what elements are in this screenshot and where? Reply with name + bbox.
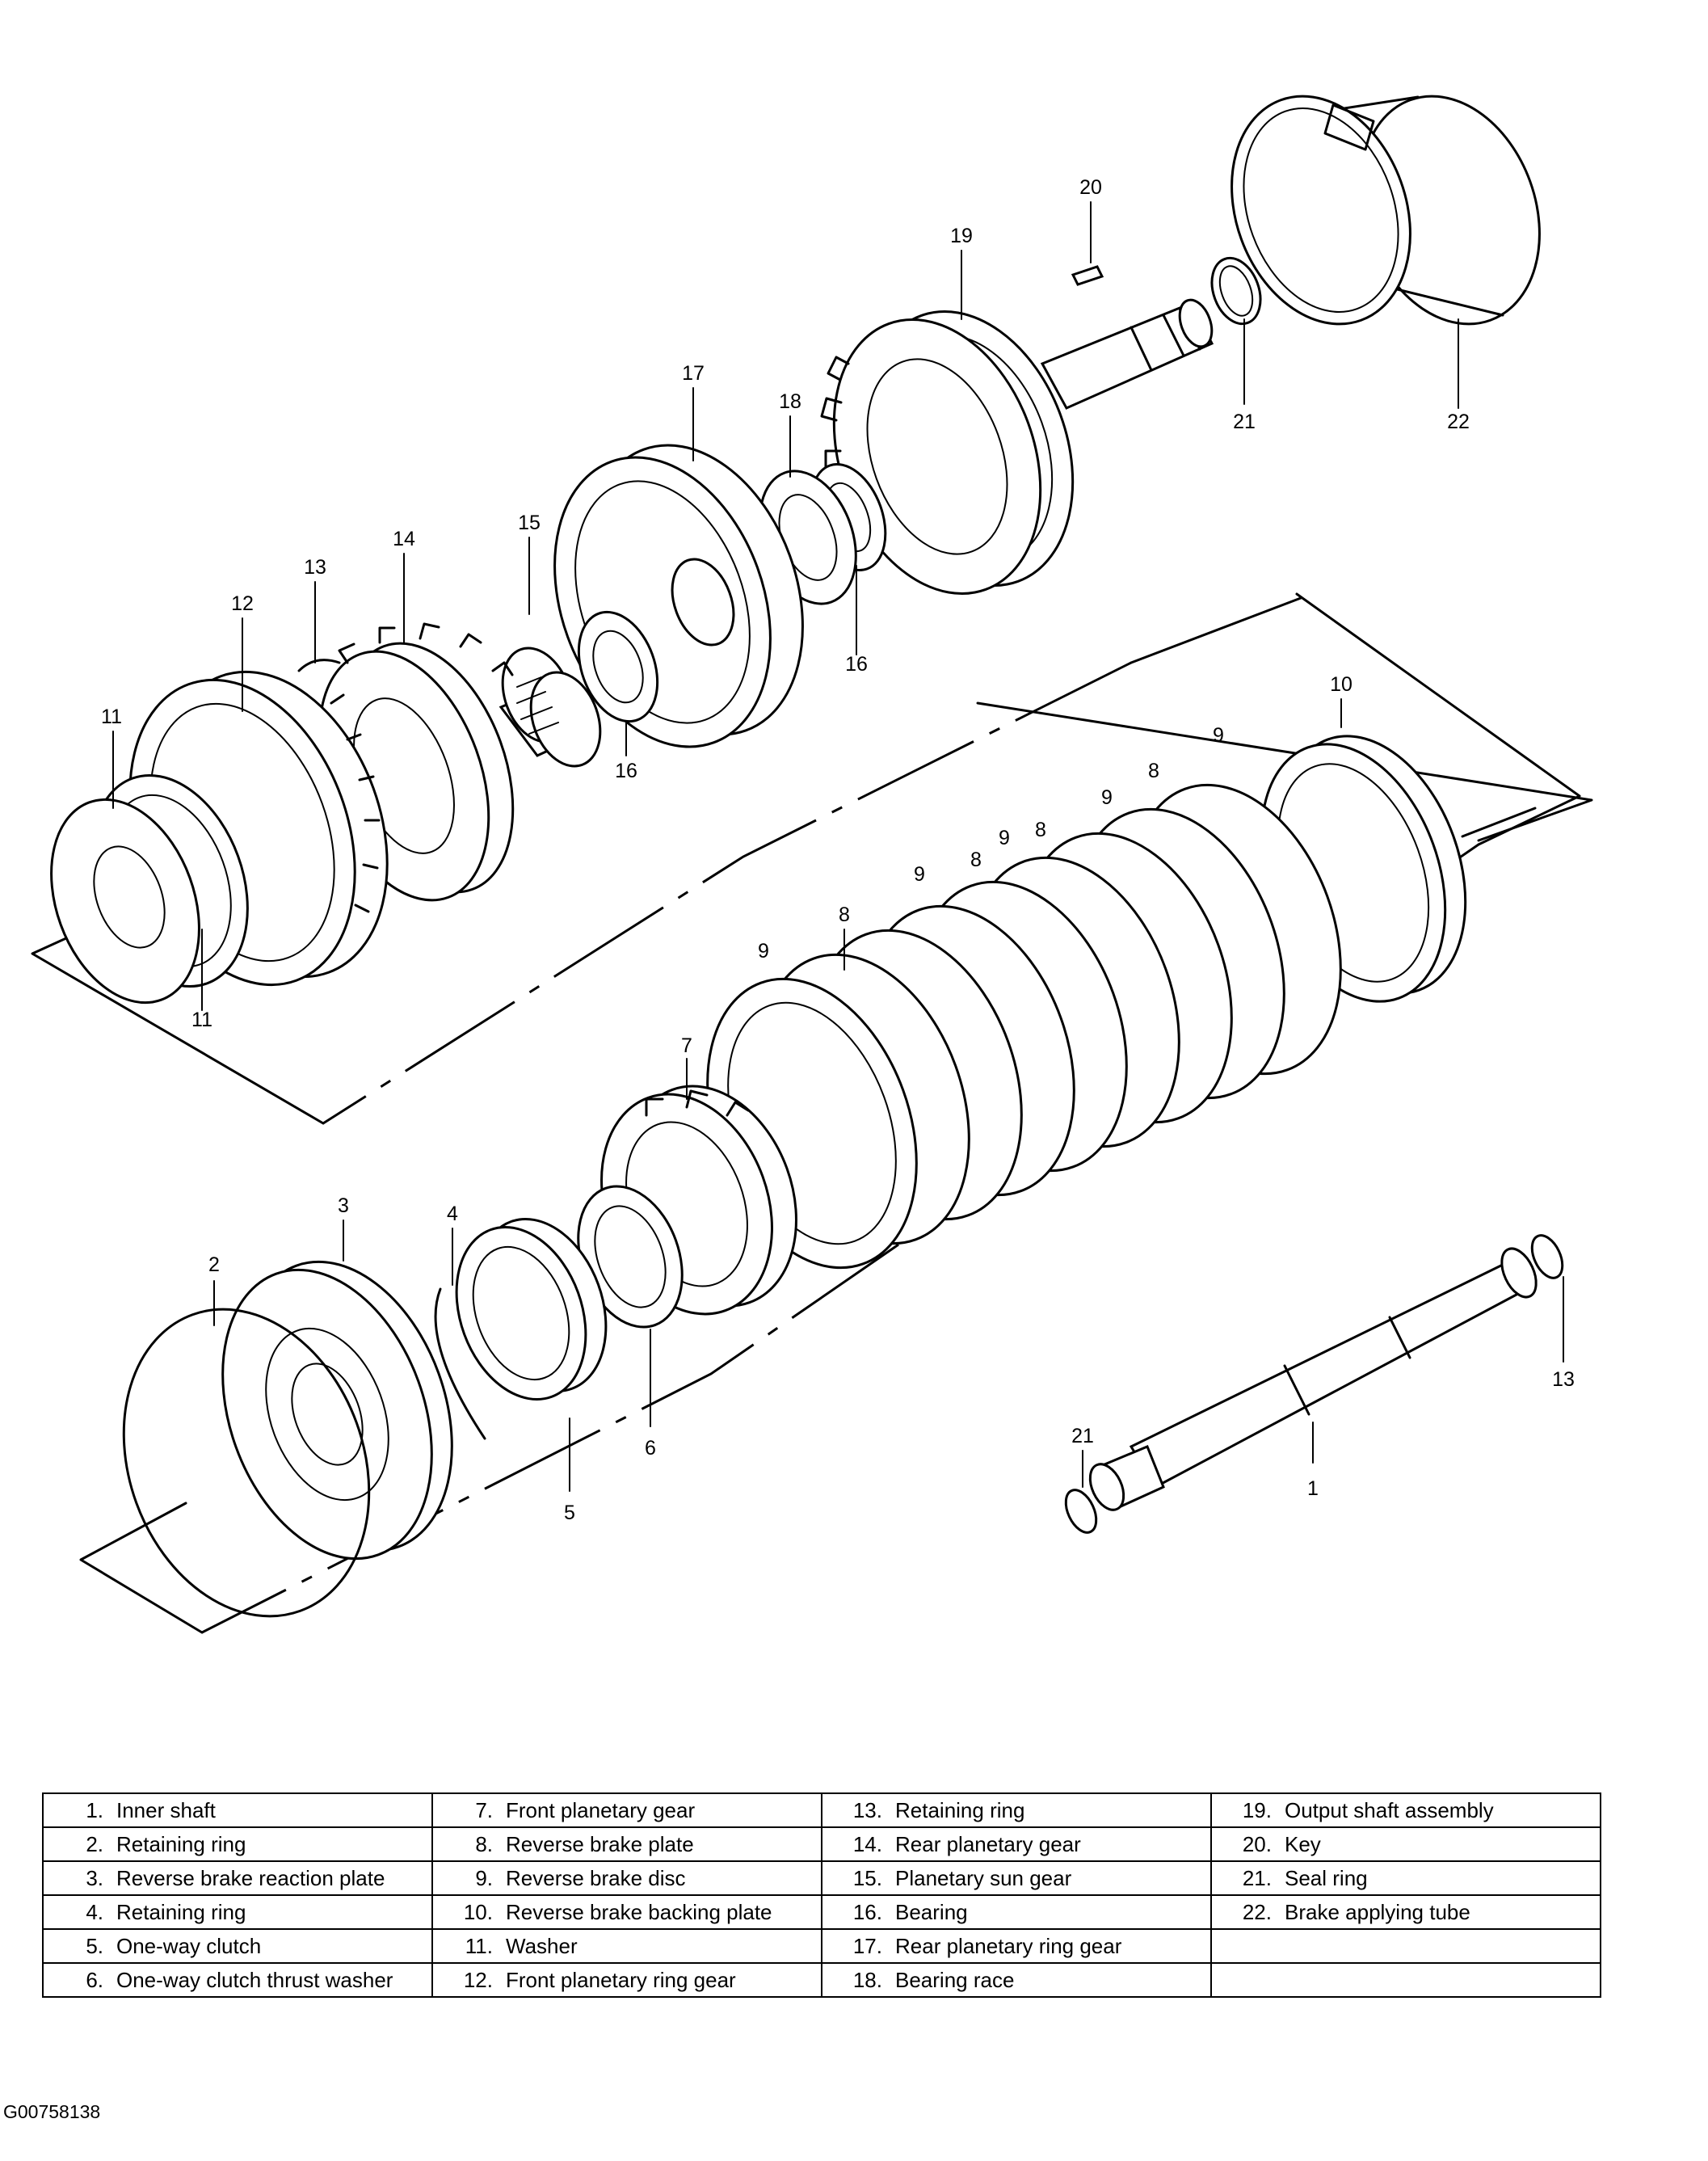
legend-cell: 16.Bearing	[821, 1894, 1212, 1930]
washers	[50, 773, 249, 1005]
callout: 16	[615, 760, 637, 782]
table-row: 3.Reverse brake reaction plate 9.Reverse…	[42, 1860, 1601, 1896]
legend-cell: 14.Rear planetary gear	[821, 1826, 1212, 1862]
callout: 13	[304, 556, 326, 579]
legend-cell: 10.Reverse brake backing plate	[431, 1894, 822, 1930]
callout: 4	[447, 1203, 458, 1225]
callout: 9	[758, 940, 769, 963]
callout: 16	[845, 653, 868, 676]
callout: 9	[1101, 786, 1113, 809]
legend-cell: 17.Rear planetary ring gear	[821, 1928, 1212, 1964]
legend-cell: 5.One-way clutch	[42, 1928, 433, 1964]
legend-cell: 20.Key	[1210, 1826, 1601, 1862]
legend-cell: 2.Retaining ring	[42, 1826, 433, 1862]
callout: 18	[779, 390, 801, 413]
callout-labels: 1 2 3 4 5 6 7 8 8 8 8 8 9 9 9 9 9 9 10 1…	[101, 176, 1575, 1524]
legend-cell: 15.Planetary sun gear	[821, 1860, 1212, 1896]
leader-lines	[112, 201, 1564, 1492]
retaining-ring-4	[434, 1287, 486, 1440]
callout: 12	[231, 592, 254, 615]
legend-cell: 8.Reverse brake plate	[431, 1826, 822, 1862]
callout: 21	[1071, 1425, 1094, 1447]
legend-cell: 19.Output shaft assembly	[1210, 1792, 1601, 1828]
callout: 3	[338, 1194, 349, 1217]
table-row: 4.Retaining ring 10.Reverse brake backin…	[42, 1894, 1601, 1930]
callout: 21	[1233, 411, 1256, 433]
legend-cell: 1.Inner shaft	[42, 1792, 433, 1828]
callout: 5	[564, 1502, 575, 1524]
output-shaft-assembly	[820, 298, 1214, 595]
retaining-ring-2	[122, 1308, 371, 1618]
legend-cell-empty	[1210, 1962, 1601, 1998]
seal-ring-upper	[1210, 256, 1262, 326]
table-row: 2.Retaining ring 8.Reverse brake plate 1…	[42, 1826, 1601, 1862]
legend-cell: 22.Brake applying tube	[1210, 1894, 1601, 1930]
callout: 7	[681, 1034, 692, 1057]
callout: 1	[1307, 1477, 1319, 1500]
callout: 8	[970, 849, 982, 871]
legend-cell: 9.Reverse brake disc	[431, 1860, 822, 1896]
callout: 11	[101, 706, 122, 728]
callout: 9	[999, 827, 1010, 849]
figure-id: G00758138	[3, 2101, 101, 2122]
legend-cell: 18.Bearing race	[821, 1962, 1212, 1998]
legend-cell: 3.Reverse brake reaction plate	[42, 1860, 433, 1896]
table-row: 1.Inner shaft 7.Front planetary gear 13.…	[42, 1792, 1601, 1828]
callout: 9	[1213, 724, 1224, 747]
callout: 8	[839, 904, 850, 926]
seal-ring-lower	[1064, 1489, 1098, 1534]
legend-cell: 4.Retaining ring	[42, 1894, 433, 1930]
legend-cell: 12.Front planetary ring gear	[431, 1962, 822, 1998]
brake-applying-tube	[1231, 95, 1541, 326]
retaining-ring-13-lower	[1530, 1234, 1564, 1279]
callout: 2	[208, 1253, 220, 1276]
callout: 8	[1148, 760, 1159, 782]
table-row: 5.One-way clutch 11.Washer 17.Rear plane…	[42, 1928, 1601, 1964]
one-way-clutch	[455, 1217, 608, 1401]
legend-cell: 7.Front planetary gear	[431, 1792, 822, 1828]
callout: 8	[1035, 819, 1046, 841]
planetary-sun-gear	[499, 647, 602, 768]
key	[1071, 265, 1104, 286]
inner-shaft	[1088, 1247, 1538, 1511]
callout: 9	[914, 863, 925, 886]
table-row: 6.One-way clutch thrust washer 12.Front …	[42, 1962, 1601, 1998]
legend-cell: 13.Retaining ring	[821, 1792, 1212, 1828]
callout: 14	[393, 528, 415, 550]
callout: 13	[1552, 1368, 1575, 1391]
parts-legend-table: 1.Inner shaft 7.Front planetary gear 13.…	[42, 1792, 1601, 1998]
legend-cell: 21.Seal ring	[1210, 1860, 1601, 1896]
legend-cell-empty	[1210, 1928, 1601, 1964]
callout: 6	[645, 1437, 656, 1460]
callout: 10	[1330, 673, 1353, 696]
callout: 19	[950, 225, 973, 247]
callout: 20	[1079, 176, 1102, 199]
callout: 11	[191, 1009, 212, 1031]
callout: 22	[1447, 411, 1470, 433]
callout: 17	[682, 362, 705, 385]
legend-cell: 6.One-way clutch thrust washer	[42, 1962, 433, 1998]
reverse-brake-reaction-plate	[221, 1260, 453, 1561]
retaining-ring-13-upper	[297, 659, 341, 672]
bearing-lower	[577, 610, 659, 723]
callout: 15	[518, 512, 541, 534]
legend-cell: 11.Washer	[431, 1928, 822, 1964]
